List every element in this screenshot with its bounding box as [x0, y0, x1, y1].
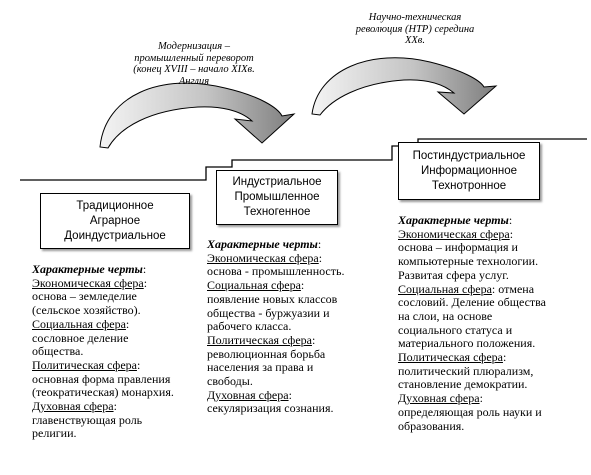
sphere-line: общества.	[32, 344, 84, 359]
traits-column-traditional: Характерные черты: Экономическая сфера: …	[32, 262, 174, 441]
sphere-line: основа – земледелие	[32, 289, 137, 304]
transition-label-1: Модернизация – промышленный переворот (к…	[118, 41, 270, 87]
economic-sphere-title: Экономическая сфера:	[32, 275, 148, 290]
transition-1-line-4: Англия	[178, 75, 210, 87]
society-1-name-1: Традиционное	[76, 200, 154, 212]
transition-1-line-1: Модернизация –	[157, 41, 231, 52]
sphere-line: компьютерные технологии.	[398, 254, 539, 269]
sphere-line: становление демократии.	[398, 377, 528, 392]
spiritual-sphere-title: Духовная сфера:	[398, 391, 483, 406]
society-box-postindustrial: Постиндустриальное Информационное Технот…	[398, 142, 540, 200]
sphere-line: на слои, на основе	[398, 308, 493, 323]
sphere-line: определяющая роль науки и	[398, 404, 542, 419]
sphere-line: секуляризация сознания.	[207, 401, 334, 416]
transition-1-line-2: промышленный переворот	[134, 52, 254, 64]
society-1-name-3: Доиндустриальное	[64, 230, 166, 242]
transition-arrow-2	[311, 57, 498, 116]
transition-label-2: Научно-техническая революция (НТР) серед…	[335, 12, 495, 47]
sphere-line: (сельское хозяйство).	[32, 303, 141, 318]
sphere-line: сословное деление	[32, 330, 129, 345]
traits-column-postindustrial: Характерные черты: Экономическая сфера: …	[398, 213, 546, 433]
society-box-traditional: Традиционное Аграрное Доиндустриальное	[40, 193, 190, 249]
social-sphere-title: Социальная сфера:	[32, 316, 130, 331]
sphere-line: Развитая сфера услуг.	[398, 267, 509, 282]
sphere-line: материального положения.	[398, 336, 536, 351]
sphere-line: общества - буржуазии и	[207, 305, 330, 320]
political-sphere-title: Политическая сфера:	[32, 357, 141, 372]
society-3-name-2: Информационное	[420, 165, 518, 177]
social-sphere-title: Социальная сфера: отмена	[398, 281, 535, 296]
political-sphere-title: Политическая сфера:	[207, 332, 316, 347]
sphere-line: появление новых классов	[207, 291, 338, 306]
sphere-line: политический плюрализм,	[398, 363, 534, 378]
sphere-line: рабочего класса.	[207, 319, 292, 334]
transition-2-line-1: Научно-техническая	[368, 12, 462, 23]
sphere-line: (теократическая) монархия.	[32, 385, 174, 400]
traits-column-industrial: Характерные черты: Экономическая сфера: …	[207, 237, 345, 416]
traits-header: Характерные черты:	[207, 237, 322, 251]
society-2-name-1: Индустриальное	[232, 176, 322, 188]
society-2-name-3: Техногенное	[243, 206, 311, 218]
political-sphere-title: Политическая сфера:	[398, 350, 507, 365]
society-3-name-3: Технотронное	[431, 180, 507, 192]
sphere-line: населения за права и	[207, 360, 314, 375]
traits-header: Характерные черты:	[398, 213, 513, 227]
sphere-line: свободы.	[207, 374, 253, 389]
transition-2-line-2: революция (НТР) середина	[355, 23, 475, 35]
sphere-line: основа - промышленность.	[207, 264, 345, 279]
economic-sphere-title: Экономическая сфера:	[398, 226, 514, 241]
sphere-line: основная форма правления	[32, 371, 171, 386]
society-2-name-2: Промышленное	[234, 191, 320, 203]
economic-sphere-title: Экономическая сфера:	[207, 250, 323, 265]
transition-1-line-3: (конец XVIII – начало XIXв.	[133, 64, 255, 75]
transition-arrow-1	[99, 82, 296, 149]
spiritual-sphere-title: Духовная сфера:	[32, 399, 117, 414]
spiritual-sphere-title: Духовная сфера:	[207, 387, 292, 402]
society-3-name-1: Постиндустриальное	[412, 150, 526, 162]
traits-header: Характерные черты:	[32, 262, 147, 276]
social-sphere-title: Социальная сфера:	[207, 278, 305, 293]
society-1-name-2: Аграрное	[89, 215, 141, 227]
society-box-industrial: Индустриальное Промышленное Техногенное	[216, 170, 338, 225]
sphere-line: образования.	[398, 418, 465, 433]
sphere-line: религии.	[32, 426, 77, 441]
sphere-inline-text: отмена	[498, 281, 535, 296]
sphere-line: сословий. Деление общества	[398, 295, 546, 310]
sphere-line: основа – информация и	[398, 240, 518, 255]
transition-2-line-3: XXв.	[404, 35, 425, 46]
sphere-line: революционная борьба	[207, 346, 326, 361]
sphere-line: главенствующая роль	[32, 412, 143, 427]
sphere-line: социального статуса и	[398, 322, 513, 337]
